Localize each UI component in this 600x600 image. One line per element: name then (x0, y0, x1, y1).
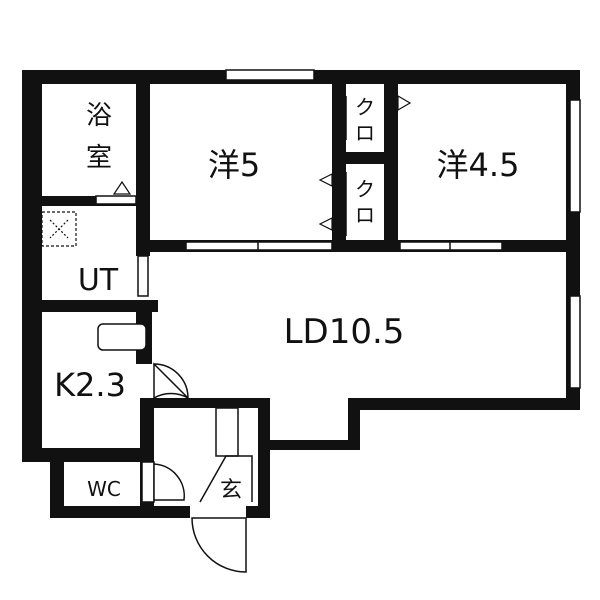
label-entrance: 玄 (220, 478, 242, 503)
label-living-dining: LD10.5 (284, 312, 405, 352)
door-swings (153, 362, 247, 573)
window-right-2 (569, 295, 581, 389)
wall-ld-step (348, 398, 360, 450)
walls (22, 70, 580, 518)
entrance-door-swing (191, 517, 247, 573)
window-top (225, 69, 315, 81)
wall-left (22, 70, 42, 460)
label-closet-lower-2: ロ (355, 203, 375, 227)
wc-door (141, 461, 155, 503)
label-toilet: WC (87, 477, 121, 501)
wall-ld-bottom-right (348, 398, 580, 410)
wall-closet-mid (332, 152, 398, 164)
label-closet-lower-1: ク (355, 177, 375, 201)
label-utility: UT (78, 263, 119, 298)
entrance-step (199, 455, 253, 503)
wall-closet-left (332, 84, 346, 252)
door-triangle-markers (112, 94, 412, 231)
wall-ut-bottom (42, 300, 158, 312)
label-closet-upper-2: ロ (355, 121, 375, 145)
kitchen-sink-icon (97, 323, 147, 351)
ut-door (137, 255, 149, 297)
sliding-door-room2-b (449, 241, 503, 251)
sliding-door-room2-a (399, 241, 453, 251)
wall-entrance-bottom (246, 506, 270, 518)
sliding-door-room1-a (185, 241, 261, 251)
room-labels: 浴 室 洋5 洋4.5 ク ロ ク ロ UT LD10.5 K2.3 WC 玄 (54, 95, 519, 503)
wall-wc-left (50, 450, 64, 518)
wall-entrance-right (258, 398, 270, 518)
sliding-door-room1-b (257, 241, 333, 251)
wall-bottom-left (50, 506, 190, 518)
window-right-1 (569, 99, 581, 213)
bath-door (95, 195, 137, 205)
washing-machine-icon (41, 211, 77, 247)
wall-closet-right (384, 84, 398, 252)
label-closet-upper-1: ク (355, 95, 375, 119)
label-western-room-1: 洋5 (208, 146, 260, 184)
wall-entrance-top (140, 398, 270, 408)
wc-door-swing (153, 463, 186, 501)
wall-kitchen-bottom (22, 448, 152, 462)
shoe-box (215, 407, 239, 457)
wall-ld-bottom-left (262, 440, 360, 450)
label-bathroom-2: 室 (86, 143, 112, 173)
label-kitchen: K2.3 (54, 366, 126, 404)
label-bathroom-1: 浴 (86, 101, 112, 131)
label-western-room-2: 洋4.5 (437, 146, 520, 184)
